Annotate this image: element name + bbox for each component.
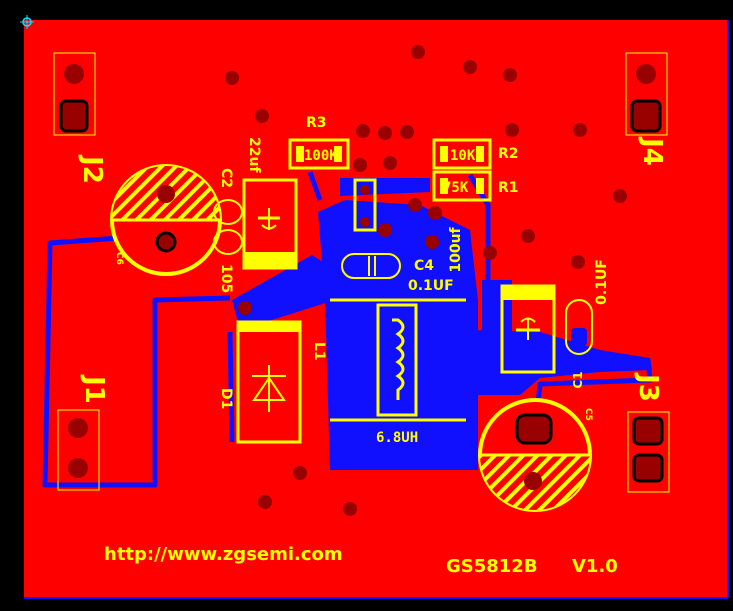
r1-ref: R1 bbox=[498, 180, 519, 196]
c2-value: 22uf bbox=[246, 137, 262, 173]
capacitor-c5[interactable]: C5 bbox=[478, 398, 593, 512]
capacitor-c4[interactable]: C4 0.1UF bbox=[341, 253, 454, 294]
j2-label: J2 bbox=[77, 154, 107, 184]
j1-label: J1 bbox=[79, 374, 109, 404]
ic-footprint[interactable] bbox=[353, 178, 377, 232]
c1-value: 0.1UF bbox=[594, 259, 610, 305]
c2b-value: 105 bbox=[218, 264, 234, 293]
c2-ref: C2 bbox=[218, 168, 234, 188]
c1-ref: C1 bbox=[571, 371, 585, 388]
connector-j1[interactable]: J1 bbox=[57, 374, 109, 491]
c6-ref: C6 bbox=[114, 252, 124, 265]
footer-version: V1.0 bbox=[572, 556, 618, 577]
d1-ref: D1 bbox=[218, 388, 234, 409]
connector-j2[interactable]: J2 bbox=[53, 52, 107, 184]
origin-marker-icon bbox=[20, 15, 34, 29]
inductor-l1[interactable]: L1 6.8UH bbox=[311, 298, 466, 446]
c4-value: 0.1UF bbox=[408, 278, 454, 294]
j4-label: J4 bbox=[637, 136, 667, 166]
resistor-r2[interactable]: 10K R2 bbox=[432, 138, 519, 170]
connector-j3[interactable]: J3 bbox=[627, 372, 670, 493]
capacitor-tantalum-left[interactable] bbox=[242, 178, 298, 270]
r1-value: 75K bbox=[443, 180, 469, 196]
footer-part: GS5812B bbox=[446, 556, 538, 577]
c5-ref: C5 bbox=[583, 408, 593, 421]
diode-d1[interactable]: D1 bbox=[218, 320, 302, 444]
j3-label: J3 bbox=[633, 372, 663, 402]
capacitor-c1[interactable]: 0.1UF C1 bbox=[565, 259, 610, 389]
resistor-r1[interactable]: 75K R1 bbox=[432, 170, 519, 202]
r3-ref: R3 bbox=[306, 115, 327, 131]
capacitor-c2[interactable]: C2 22uf 105 bbox=[213, 137, 262, 293]
connector-j4[interactable]: J4 bbox=[625, 52, 668, 166]
capacitor-tantalum-right[interactable] bbox=[500, 284, 556, 374]
r2-value: 10K bbox=[450, 148, 476, 164]
r3-value: 100K bbox=[304, 148, 338, 164]
c4-ref: C4 bbox=[414, 258, 434, 274]
resistor-r3[interactable]: 100K R3 bbox=[288, 115, 350, 170]
c-bulk-value: 100uf bbox=[448, 226, 464, 272]
capacitor-c6[interactable]: C6 bbox=[110, 164, 222, 276]
r2-ref: R2 bbox=[498, 146, 519, 162]
l1-ref: L1 bbox=[311, 342, 327, 361]
l1-value: 6.8UH bbox=[376, 430, 418, 446]
footer-url: http://www.zgsemi.com bbox=[104, 544, 343, 565]
